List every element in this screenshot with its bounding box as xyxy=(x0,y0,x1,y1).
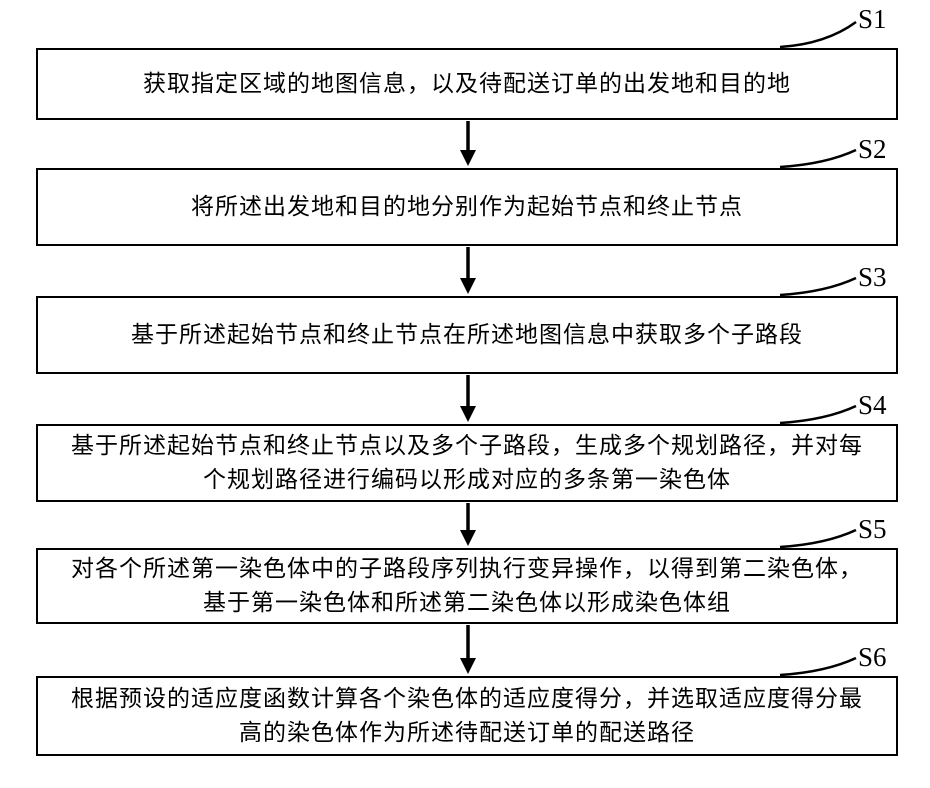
leader-line-s6 xyxy=(779,656,857,677)
leader-line-s2 xyxy=(779,148,857,169)
flow-step-box-2: 将所述出发地和目的地分别作为起始节点和终止节点 xyxy=(36,168,898,246)
step-label-s5: S5 xyxy=(858,514,887,544)
step-label-s2: S2 xyxy=(858,134,887,164)
down-arrow-3 xyxy=(460,375,476,422)
leader-line-s3 xyxy=(779,276,857,297)
down-arrow-2 xyxy=(460,247,476,294)
down-arrow-4 xyxy=(460,503,476,546)
step-label-s4: S4 xyxy=(858,390,887,420)
down-arrow-5 xyxy=(460,625,476,674)
step-label-s6: S6 xyxy=(858,642,887,672)
flow-step-box-5: 对各个所述第一染色体中的子路段序列执行变异操作，以得到第二染色体，基于第一染色体… xyxy=(36,548,898,624)
down-arrow-1 xyxy=(460,121,476,166)
flow-step-box-4: 基于所述起始节点和终止节点以及多个子路段，生成多个规划路径，并对每个规划路径进行… xyxy=(36,424,898,502)
step-label-s1: S1 xyxy=(858,4,887,34)
flow-step-box-1: 获取指定区域的地图信息，以及待配送订单的出发地和目的地 xyxy=(36,48,898,120)
leader-line-s1 xyxy=(779,20,857,49)
leader-line-s5 xyxy=(779,528,857,549)
leader-line-s4 xyxy=(779,404,857,425)
flow-step-box-6: 根据预设的适应度函数计算各个染色体的适应度得分，并选取适应度得分最高的染色体作为… xyxy=(36,676,898,756)
flow-step-box-3: 基于所述起始节点和终止节点在所述地图信息中获取多个子路段 xyxy=(36,296,898,374)
step-label-s3: S3 xyxy=(858,262,887,292)
